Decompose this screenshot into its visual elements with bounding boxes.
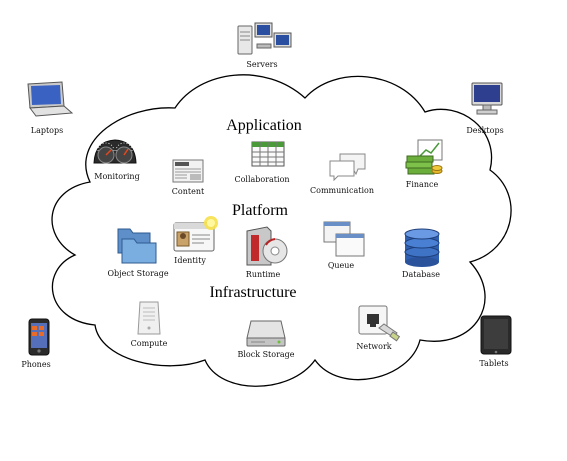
phone-icon: [28, 318, 50, 356]
desktops-label: Desktops: [466, 126, 504, 135]
hard-drive-icon: [246, 320, 286, 347]
id-card-icon: [173, 216, 218, 252]
spreadsheet-icon: [251, 141, 285, 167]
finance-label: Finance: [405, 180, 439, 189]
database-label: Database: [402, 270, 440, 279]
window-stack-icon: [323, 221, 365, 257]
servers-icon: [237, 22, 292, 55]
desktop-icon: [471, 82, 503, 115]
phones-label: Phones: [21, 360, 51, 369]
tablets-label: Tablets: [479, 359, 509, 368]
folder-icon: [117, 228, 157, 264]
runtime-label: Runtime: [245, 270, 281, 279]
object-storage-label: Object Storage: [107, 269, 169, 278]
laptops-label: Laptops: [30, 126, 64, 135]
software-box-icon: [246, 226, 288, 266]
network-port-icon: [358, 305, 401, 342]
platform-heading: Platform: [232, 202, 288, 219]
block-storage-label: Block Storage: [237, 350, 295, 359]
collaboration-label: Collaboration: [234, 175, 290, 184]
application-heading: Application: [226, 117, 302, 134]
communication-label: Communication: [310, 186, 374, 195]
queue-label: Queue: [327, 261, 355, 270]
tablet-icon: [480, 315, 512, 355]
compute-label: Compute: [130, 339, 168, 348]
server-tower-icon: [137, 301, 161, 335]
content-label: Content: [171, 187, 205, 196]
identity-label: Identity: [174, 256, 206, 265]
network-label: Network: [356, 342, 392, 351]
chat-bubbles-icon: [329, 153, 366, 182]
infrastructure-heading: Infrastructure: [209, 284, 297, 301]
money-chart-icon: [405, 139, 443, 175]
dashboard-gauge-icon: [93, 139, 137, 164]
database-icon: [404, 228, 440, 267]
monitoring-label: Monitoring: [94, 172, 140, 181]
servers-label: Servers: [246, 60, 278, 69]
laptop-icon: [27, 81, 74, 117]
newspaper-icon: [172, 159, 204, 183]
